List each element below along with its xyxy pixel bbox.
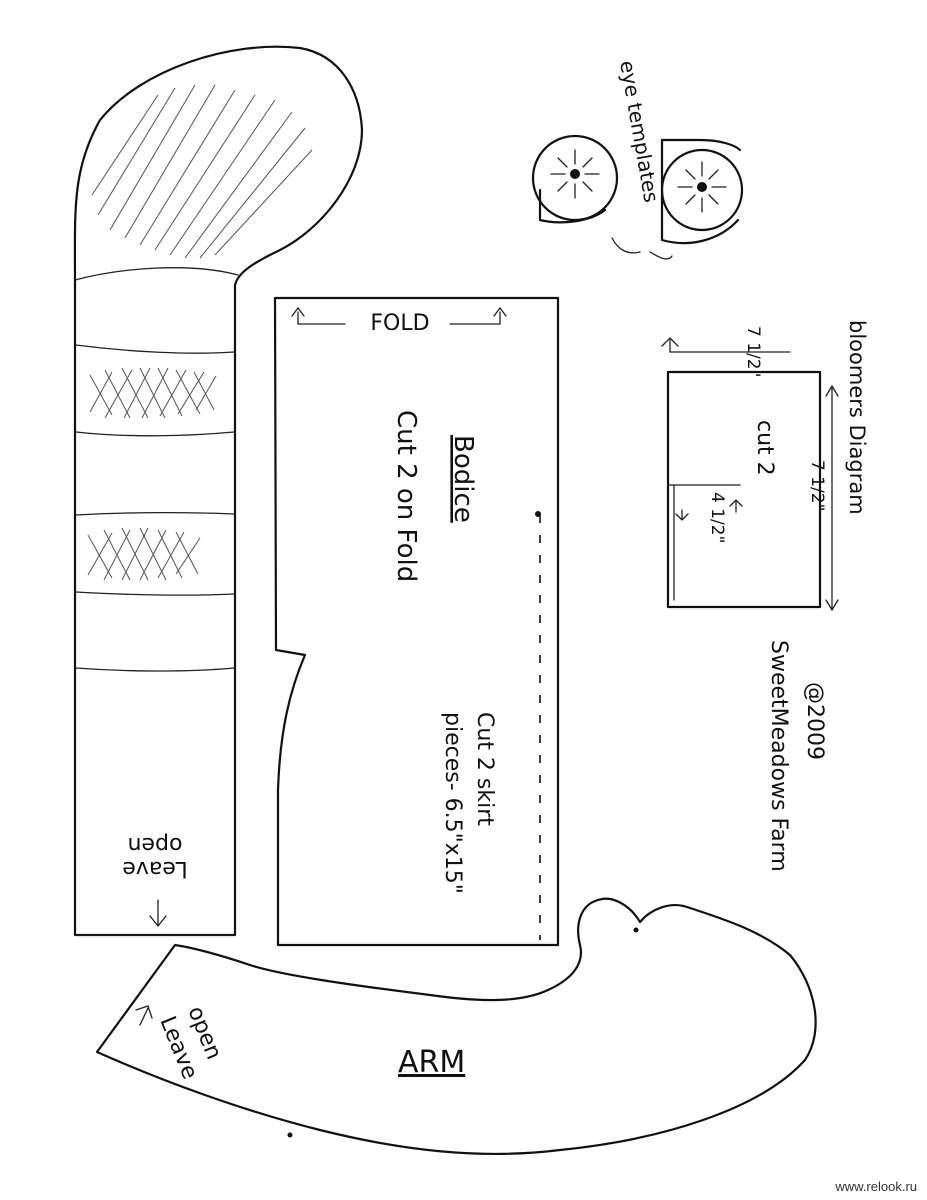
bloomers-diagram: cut 2 bloomers Diagram 7 1/2" 7 1/2" 4 1…	[661, 320, 869, 612]
bodice-subtitle: Cut 2 on Fold	[391, 410, 421, 582]
eye-templates-label: eye templates	[615, 59, 664, 205]
bloomers-cut-label: cut 2	[752, 420, 777, 476]
leg-open-arrow	[149, 899, 167, 928]
bodice-pattern-piece: FOLD Bodice Cut 2 on Fold Cut 2 skirt pi…	[273, 296, 560, 947]
bloomers-width-dim: 7 1/2"	[807, 460, 827, 511]
stripe-crosshatch-upper	[89, 367, 217, 419]
foot-shading	[91, 84, 313, 259]
arm-title: ARM	[398, 1045, 465, 1080]
arm-pattern-piece: ARM Leave open	[95, 897, 817, 1156]
bodice-title: Bodice	[448, 435, 478, 523]
leg-leave-open-line1: Leave	[122, 856, 187, 881]
bloomers-title: bloomers Diagram	[845, 320, 869, 515]
leg-leave-open-note: Leave open	[122, 832, 187, 881]
eye-template-right	[660, 138, 744, 245]
eye-template-left	[531, 134, 619, 224]
arm-open-arrow	[135, 1005, 153, 1026]
copyright-owner: SweetMeadows Farm	[766, 640, 791, 872]
skirt-instruction-line2: pieces- 6.5"x15"	[440, 712, 465, 894]
bloomers-slit-dim: 4 1/2"	[707, 492, 727, 543]
watermark: www.relook.ru	[835, 1179, 917, 1194]
skirt-instruction-line1: Cut 2 skirt	[472, 712, 497, 826]
copyright-note: @2009 SweetMeadows Farm	[766, 640, 827, 872]
copyright-year: @2009	[802, 682, 827, 760]
stripe-crosshatch-lower	[87, 527, 201, 581]
eye-templates: eye templates	[531, 59, 744, 260]
leg-pattern-piece: Leave open	[73, 45, 364, 937]
fold-label: FOLD	[370, 311, 429, 336]
bloomers-height-dim: 7 1/2"	[743, 326, 763, 377]
leg-leave-open-line2: open	[128, 832, 183, 857]
